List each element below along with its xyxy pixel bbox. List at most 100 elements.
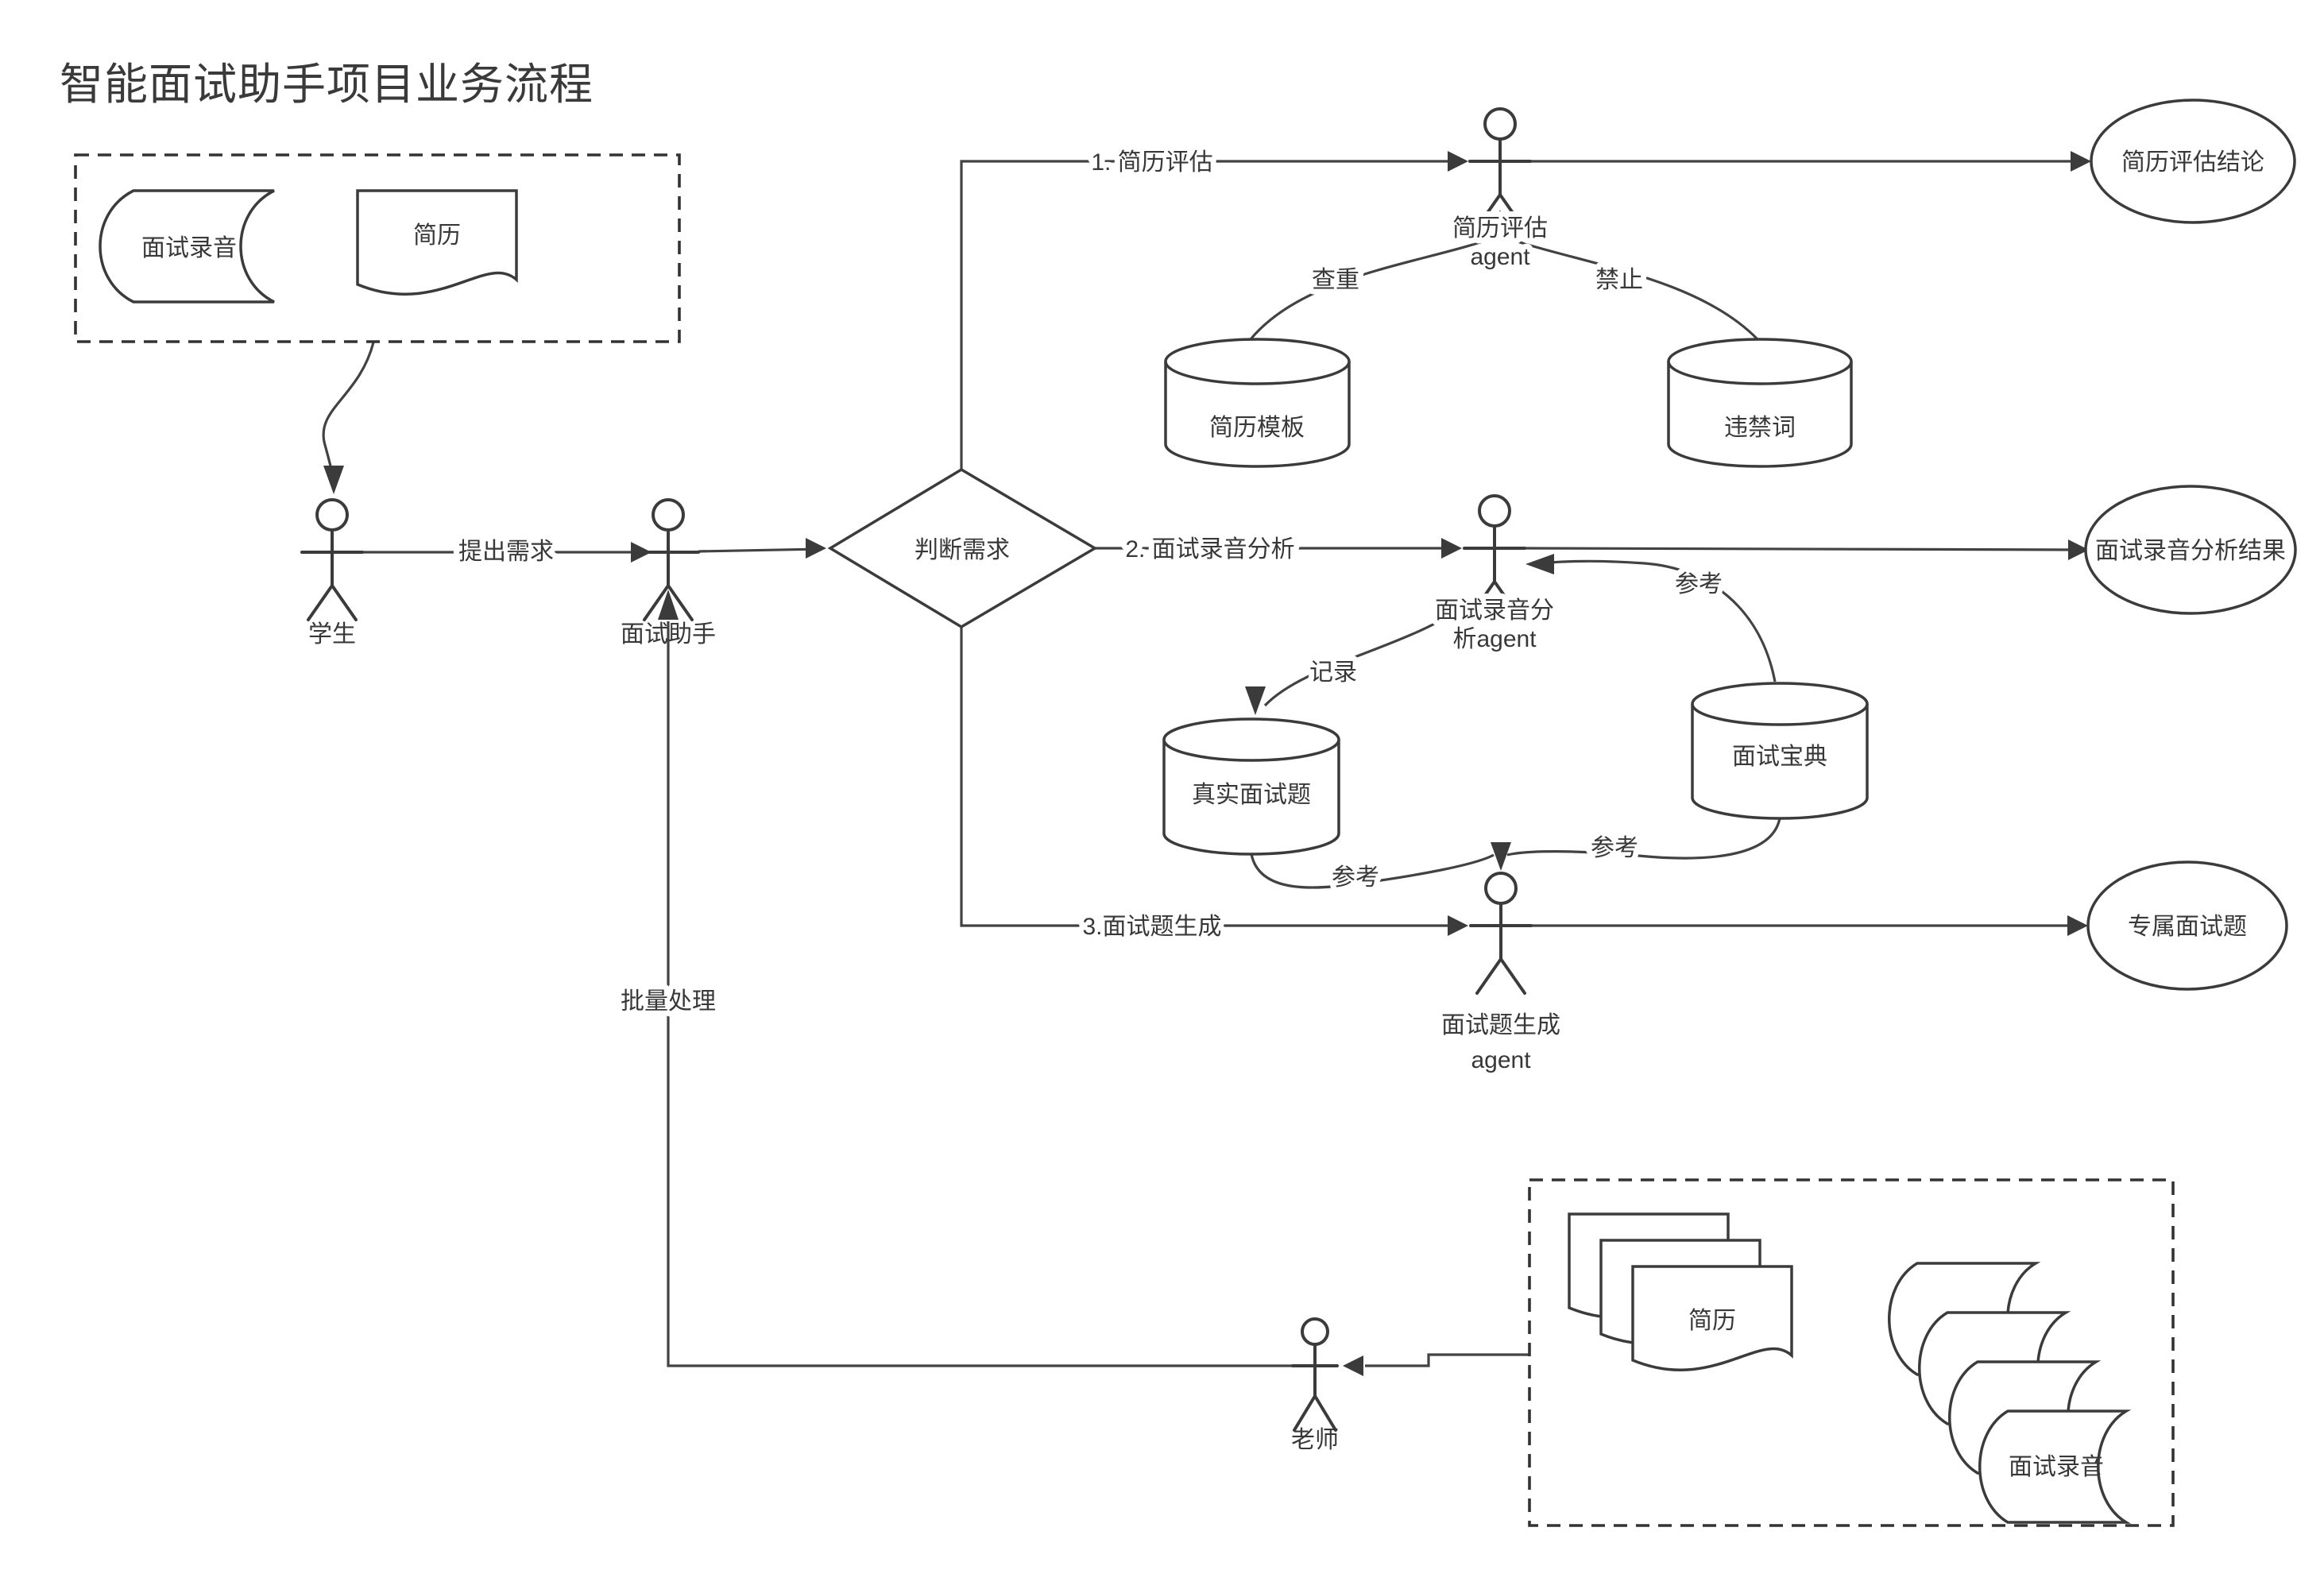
edge-ref-real-agent3 (1250, 853, 1495, 889)
assistant-body-icon (636, 528, 700, 621)
actor-agent3: 面试题生成 agent (1436, 872, 1566, 1079)
interview-guide-top (1691, 682, 1869, 726)
agent3-head-icon (1484, 872, 1518, 905)
datastore-interview-guide: 面试宝典 (1691, 682, 1869, 820)
edge-branch1-left (960, 160, 1462, 470)
resume-template-body (1164, 362, 1351, 468)
questions-result-shape (2086, 860, 2288, 991)
edge-label-branch2: 2. 面试录音分析 (1125, 536, 1294, 563)
banned-words-body (1667, 362, 1853, 468)
arrow-left-agent2-icon (1525, 554, 1554, 574)
edge-branch3-left (960, 627, 1462, 927)
connector-lines (322, 160, 2085, 1367)
decision-node: 判断需求 (827, 467, 1098, 629)
batch-recording-label: 面试录音 (2009, 1454, 2104, 1480)
actor-teacher: 老师 (1291, 1317, 1339, 1453)
edge-dup-check (1249, 235, 1498, 341)
agent2-head-icon (1478, 494, 1511, 528)
edge-label-branch1: 1. 简历评估 (1091, 149, 1212, 176)
arrow-right-agent2-icon (1441, 538, 1462, 559)
edge-label-ref1: 参考 (1675, 571, 1723, 597)
agent1-label-line2: agent (1470, 244, 1530, 270)
arrowheads (323, 151, 2091, 1376)
real-questions-body (1162, 740, 1340, 856)
decision-diamond-shape (827, 467, 1098, 629)
edge-box2-to-teacher (1365, 1353, 1529, 1367)
edge-label-forbid: 禁止 (1595, 267, 1643, 293)
arrow-up-agent1-icon (1490, 210, 1510, 238)
arrow-down-realquestions-icon (1245, 686, 1266, 715)
edge-record (1263, 598, 1475, 707)
interview-guide-body (1691, 704, 1869, 820)
banned-words-top (1667, 338, 1853, 385)
student-label: 学生 (308, 621, 356, 648)
teacher-label: 老师 (1291, 1427, 1339, 1453)
arrow-up-assistant-icon (658, 590, 679, 620)
actor-agent1: 简历评估 agent (1447, 107, 1553, 276)
input-recording-shape (99, 189, 275, 304)
edge-ref-guide-agent3 (1506, 818, 1781, 860)
assistant-head-icon (652, 498, 685, 532)
output-recording-result: 面试录音分析结果 (2084, 485, 2297, 615)
datastore-banned-words: 违禁词 (1667, 338, 1853, 468)
resume-template-top (1164, 338, 1351, 385)
arrow-right-agent3-icon (1448, 915, 1468, 936)
arrow-left-teacher-icon (1343, 1355, 1363, 1376)
batch-group: 简历 面试录音 (1528, 1178, 2175, 1527)
real-questions-top (1162, 717, 1340, 762)
assistant-label: 面试助手 (621, 621, 716, 648)
input-resume-label: 简历 (413, 222, 461, 249)
teacher-body-icon (1291, 1343, 1339, 1432)
batch-resume-label: 简历 (1688, 1308, 1736, 1334)
edge-batch-processing (667, 621, 1338, 1367)
agent2-label-line2: 析agent (1452, 626, 1537, 652)
student-body-icon (300, 528, 364, 621)
arrow-down-agent3-icon (1491, 842, 1511, 871)
actor-assistant: 面试助手 (621, 498, 716, 648)
agent3-body-icon (1469, 902, 1533, 995)
edge-inputs-to-student (322, 342, 375, 478)
edge-label-branch3: 3.面试题生成 (1082, 914, 1221, 940)
agent1-head-icon (1483, 107, 1517, 141)
arrow-right-agent1-icon (1448, 151, 1468, 172)
edge-ref-guide-agent2 (1536, 559, 1777, 683)
recording-result-label: 面试录音分析结果 (2095, 538, 2286, 564)
interview-guide-label: 面试宝典 (1732, 744, 1827, 770)
page-title: 智能面试助手项目业务流程 (60, 60, 594, 109)
edge-label-ref2: 参考 (1332, 864, 1379, 891)
recording-result-shape (2084, 485, 2297, 615)
edge-label-propose: 提出需求 (458, 539, 554, 565)
resume-result-label: 简历评估结论 (2121, 149, 2264, 176)
inputs-group: 面试录音 简历 (74, 153, 681, 343)
edge-label-ref3: 参考 (1591, 835, 1638, 861)
arrow-right-result1-icon (2071, 151, 2091, 172)
edge-assistant-to-decision (698, 547, 821, 553)
agent3-label-line2: agent (1471, 1047, 1531, 1073)
questions-result-label: 专属面试题 (2128, 914, 2247, 940)
resume-result-shape (2090, 99, 2296, 224)
batch-recording-shape-front (1978, 1410, 2132, 1524)
edge-label-batch: 批量处理 (621, 988, 716, 1015)
edge-forbid (1502, 235, 1759, 341)
arrow-right-decision-icon (806, 538, 826, 559)
agent3-label-line1: 面试题生成 (1441, 1012, 1560, 1038)
actor-agent2: 面试录音分 析agent (1429, 494, 1560, 658)
arrow-right-result2-icon (2068, 539, 2089, 560)
banned-words-label: 违禁词 (1724, 415, 1796, 441)
resume-template-label: 简历模板 (1209, 415, 1305, 441)
agent2-label-line1: 面试录音分 (1435, 597, 1554, 624)
edge-label-record: 记录 (1309, 659, 1357, 686)
agent1-label-line1: 简历评估 (1452, 215, 1548, 242)
agent1-body-icon (1468, 137, 1532, 230)
batch-dashed-box (1528, 1178, 2175, 1527)
datastore-real-questions: 真实面试题 (1162, 717, 1340, 856)
datastore-resume-template: 简历模板 (1164, 338, 1351, 468)
input-recording-label: 面试录音 (141, 235, 237, 261)
agent2-body-icon (1463, 524, 1526, 617)
decision-label: 判断需求 (915, 537, 1010, 563)
edge-labels: 提出需求 1. 简历评估 2. 面试录音分析 3.面试题生成 批量处理 查重 禁… (453, 144, 1728, 1020)
input-resume-shape (356, 189, 518, 296)
edge-label-dup-check: 查重 (1312, 267, 1359, 293)
